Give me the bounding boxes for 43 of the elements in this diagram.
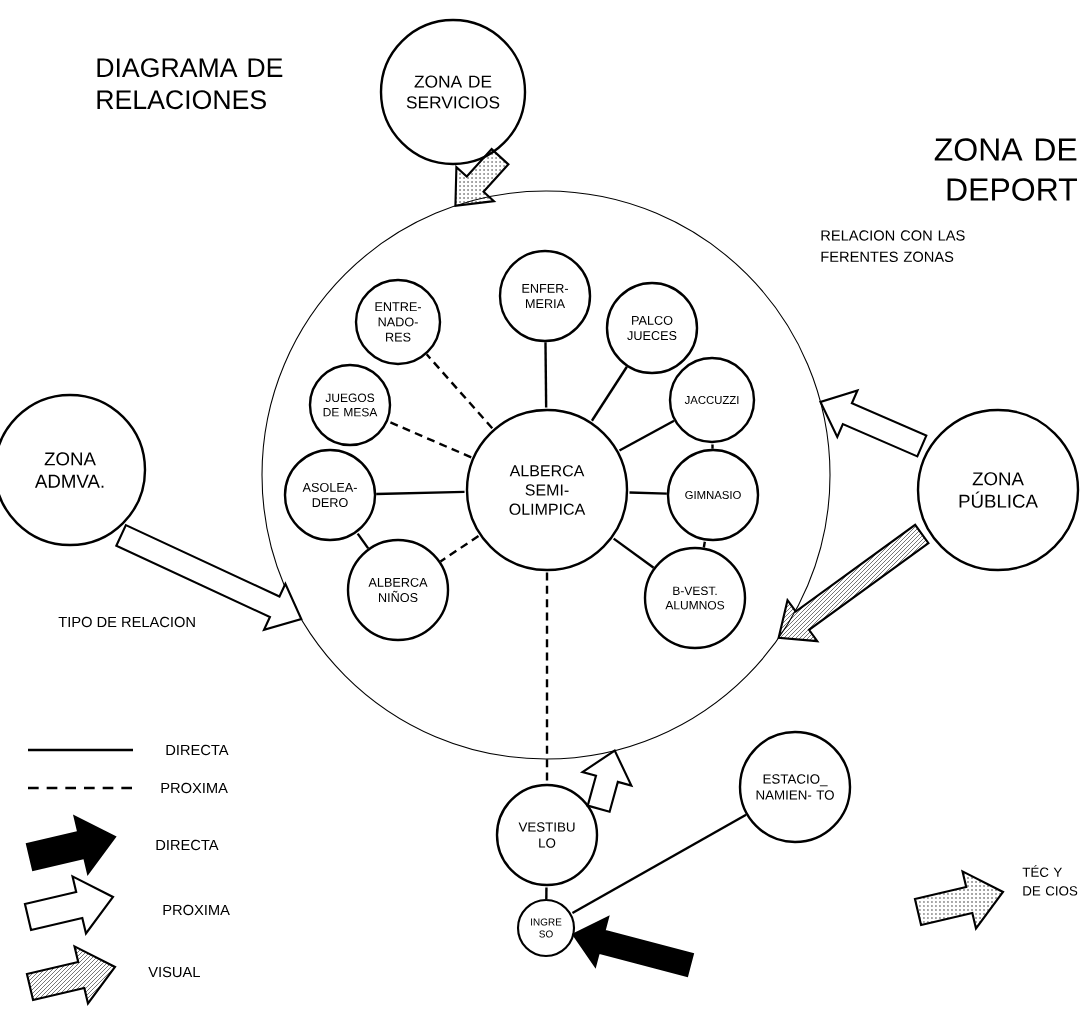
circle-node: GIMNASIO bbox=[666, 448, 760, 542]
connector-line bbox=[612, 537, 655, 569]
circle-node: ENTRE- NADO- RES bbox=[354, 278, 442, 366]
circle-node: ZONA PÚBLICA bbox=[916, 408, 1080, 572]
connector-line bbox=[629, 491, 667, 495]
block-arrow bbox=[579, 749, 634, 813]
legend-label: TÉC Y DE CIOS bbox=[1022, 865, 1078, 896]
circle-node: ESTACIO_ NAMIEN- TO bbox=[738, 730, 852, 844]
heading: ZONA DE DEPORT bbox=[934, 138, 1077, 201]
legend-label: PROXIMA bbox=[161, 782, 228, 794]
connector-line bbox=[387, 420, 472, 459]
circle-node: VESTIBU LO bbox=[495, 783, 599, 887]
connector-line bbox=[711, 444, 714, 449]
connector-line bbox=[544, 342, 548, 408]
circle-node: ZONA DE SERVICIOS bbox=[379, 18, 527, 166]
circle-node: PALCO JUECES bbox=[605, 281, 699, 375]
legend-heading: TIPO DE RELACION bbox=[58, 616, 195, 628]
legend-label: DIRECTA bbox=[166, 744, 229, 756]
connector-line bbox=[618, 419, 675, 452]
connector-line bbox=[571, 813, 747, 915]
connector-line bbox=[702, 541, 706, 548]
note-text: RELACION CON LAS FERENTES ZONAS bbox=[821, 230, 965, 262]
block-arrow bbox=[818, 388, 928, 458]
legend-label: PROXIMA bbox=[163, 904, 230, 916]
connector-line bbox=[590, 366, 628, 422]
title: DIAGRAMA DE RELACIONES bbox=[97, 58, 283, 110]
circle-node: JUEGOS DE MESA bbox=[308, 363, 392, 447]
connector-line bbox=[439, 535, 480, 563]
legend-label: VISUAL bbox=[148, 966, 200, 978]
connector-line bbox=[376, 490, 465, 496]
connector-line bbox=[545, 887, 548, 899]
block-arrow bbox=[777, 523, 930, 643]
circle-node: ALBERCA NIÑOS bbox=[346, 538, 450, 642]
circle-node: ALBERCA SEMI- OLIMPICA bbox=[465, 408, 629, 572]
circle-node: B-VEST. ALUMNOS bbox=[643, 546, 747, 650]
circle-node: ENFER- MERIA bbox=[498, 249, 592, 343]
legend-label: DIRECTA bbox=[156, 839, 219, 851]
circle-node: JACCUZZI bbox=[668, 356, 756, 444]
circle-node: INGRE SO bbox=[516, 898, 576, 958]
connector-line bbox=[425, 353, 494, 430]
connector-line bbox=[545, 572, 549, 784]
connector-line bbox=[356, 532, 370, 550]
circle-node: ASOLEA- DERO bbox=[283, 448, 377, 542]
